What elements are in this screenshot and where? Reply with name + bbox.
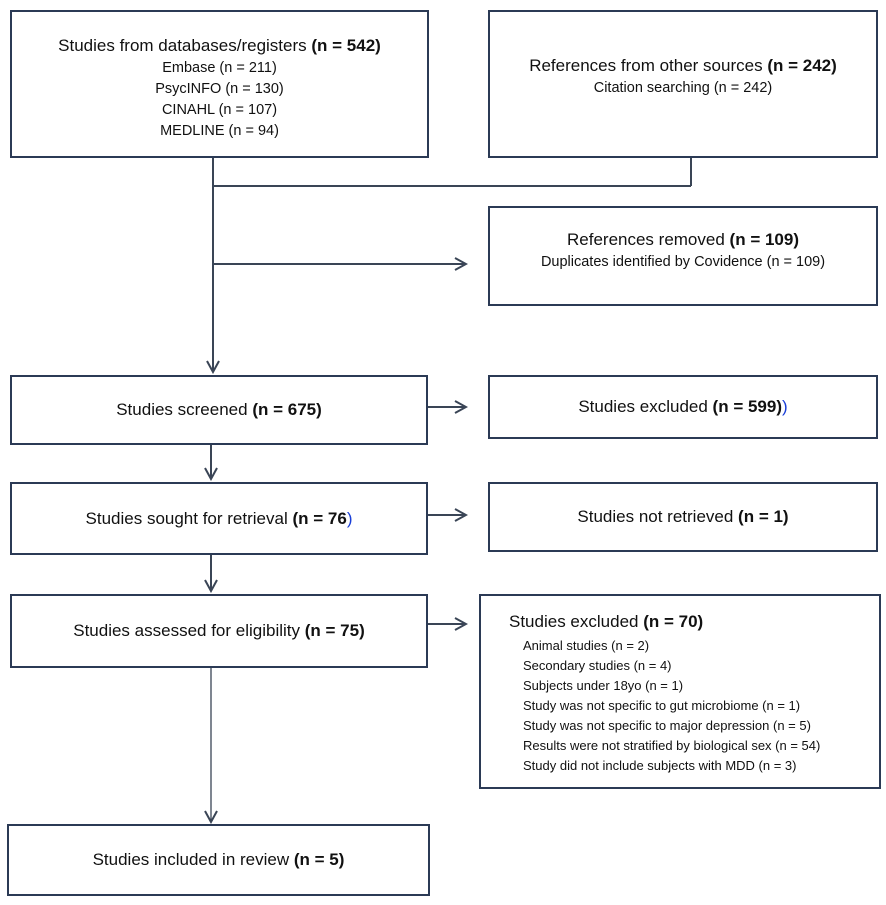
screened-count: (n = 675) bbox=[252, 400, 322, 419]
eligibility-count: (n = 75) bbox=[304, 621, 365, 640]
retrieval-label: Studies sought for retrieval bbox=[85, 508, 288, 528]
screened-label: Studies screened bbox=[116, 400, 248, 419]
other-sources-title: References from other sources bbox=[529, 56, 763, 75]
exclusion-reason: Subjects under 18yo (n = 1) bbox=[523, 678, 684, 693]
removed-count: (n = 109) bbox=[729, 230, 799, 249]
retrieval-trail: ) bbox=[346, 508, 353, 528]
removed-title: References removed bbox=[567, 230, 725, 249]
exclusion-reason: Study was not specific to major depressi… bbox=[523, 718, 811, 733]
not-retrieved-box: Studies not retrieved (n = 1) bbox=[488, 482, 878, 552]
databases-heading: Studies from databases/registers (n = 54… bbox=[12, 34, 427, 58]
not-retrieved-label: Studies not retrieved bbox=[577, 507, 734, 526]
exclusion-reason: Study did not include subjects with MDD … bbox=[523, 758, 797, 773]
databases-count: (n = 542) bbox=[311, 36, 381, 55]
included-label: Studies included in review bbox=[92, 850, 290, 869]
included-count: (n = 5) bbox=[293, 850, 345, 869]
database-item: Embase (n = 211) bbox=[162, 60, 277, 76]
eligibility-label: Studies assessed for eligibility bbox=[73, 621, 301, 640]
excluded-full-count: (n = 70) bbox=[643, 612, 704, 631]
excluded-full-heading: Studies excluded (n = 70) bbox=[509, 610, 879, 634]
exclusion-reasons-list: Animal studies (n = 2) Secondary studies… bbox=[509, 636, 879, 776]
retrieval-box: Studies sought for retrieval (n = 76) bbox=[10, 482, 428, 555]
other-sources-box: References from other sources (n = 242) … bbox=[488, 10, 878, 158]
other-source-item: Citation searching (n = 242) bbox=[593, 80, 773, 96]
excluded-screen-trail: ) bbox=[782, 397, 788, 416]
retrieval-count: (n = 76 bbox=[292, 508, 347, 528]
removed-detail: Duplicates identified by Covidence (n = … bbox=[540, 254, 826, 270]
exclusion-reason: Study was not specific to gut microbiome… bbox=[523, 698, 801, 713]
exclusion-reason: Animal studies (n = 2) bbox=[523, 638, 650, 653]
exclusion-reason: Secondary studies (n = 4) bbox=[523, 658, 672, 673]
screened-box: Studies screened (n = 675) bbox=[10, 375, 428, 445]
not-retrieved-count: (n = 1) bbox=[738, 507, 789, 526]
excluded-full-box: Studies excluded (n = 70) Animal studies… bbox=[479, 594, 881, 789]
eligibility-box: Studies assessed for eligibility (n = 75… bbox=[10, 594, 428, 668]
exclusion-reason: Results were not stratified by biologica… bbox=[523, 738, 821, 753]
removed-box: References removed (n = 109) Duplicates … bbox=[488, 206, 878, 306]
included-box: Studies included in review (n = 5) bbox=[7, 824, 430, 896]
other-sources-heading: References from other sources (n = 242) bbox=[490, 54, 876, 78]
excluded-screen-count: (n = 599) bbox=[712, 397, 782, 416]
excluded-screen-box: Studies excluded (n = 599)) bbox=[488, 375, 878, 439]
database-item: CINAHL (n = 107) bbox=[161, 102, 278, 118]
databases-title: Studies from databases/registers bbox=[58, 36, 307, 55]
excluded-full-title: Studies excluded bbox=[509, 612, 639, 631]
removed-heading: References removed (n = 109) bbox=[490, 228, 876, 252]
other-sources-count: (n = 242) bbox=[767, 56, 837, 75]
database-item: PsycINFO (n = 130) bbox=[155, 81, 284, 97]
databases-box: Studies from databases/registers (n = 54… bbox=[10, 10, 429, 158]
excluded-screen-label: Studies excluded bbox=[578, 397, 708, 416]
database-item: MEDLINE (n = 94) bbox=[160, 123, 279, 139]
